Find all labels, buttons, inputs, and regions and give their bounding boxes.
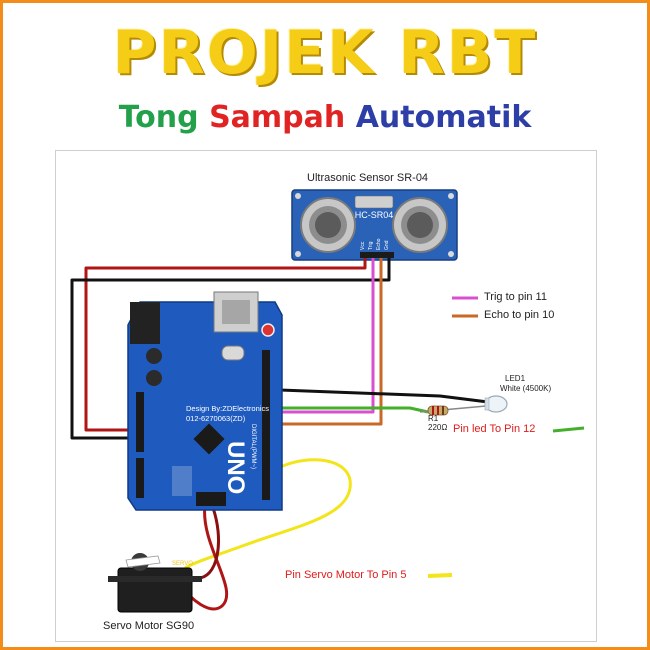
reset-button (261, 323, 275, 337)
atmega-chip (193, 423, 225, 455)
arduino-uno-board: UNO Design By:ZDElectronics 012-6270063(… (127, 291, 283, 511)
wire-gnd-black (70, 258, 391, 440)
sensor-transducer-right (392, 197, 448, 253)
led-name-label: LED1 (505, 374, 526, 383)
power-header (136, 392, 144, 452)
page-title: PROJEK RBT (112, 18, 538, 88)
crystal (221, 345, 245, 361)
ultrasonic-sensor: HC-SR04 Vcc Trig Echo Gnd (291, 189, 458, 261)
resistor-value-label: 220Ω (428, 423, 448, 432)
sensor-pin-gnd: Gnd (384, 240, 390, 250)
board-phone-text: 012-6270063(ZD) (186, 414, 246, 423)
sensor-pin-trig: Trig (368, 241, 374, 250)
analog-header (136, 458, 144, 498)
capacitor-2 (146, 370, 162, 386)
sensor-pin-echo: Echo (376, 238, 382, 250)
wires (70, 258, 489, 611)
wire-vcc-red (84, 258, 367, 432)
wire-trig-pink (275, 258, 375, 414)
power-jack (130, 302, 160, 344)
digital-header (262, 350, 270, 500)
servo-pin-note: Pin Servo Motor To Pin 5 (285, 569, 407, 581)
servo-motor: SERVO (108, 553, 202, 613)
sensor-label: Ultrasonic Sensor SR-04 (307, 172, 429, 184)
page-subtitle: Tong Sampah Automatik (0, 100, 650, 135)
board-designer-text: Design By:ZDElectronics (186, 404, 269, 413)
wire-servo-power-red (181, 504, 229, 611)
led-note-swatch (552, 426, 585, 433)
wire-servo-signal-yellow (184, 458, 352, 570)
sensor-chip-text: HC-SR04 (355, 210, 394, 220)
subtitle-word-tong: Tong (118, 100, 199, 135)
wire-led-signal-green (275, 406, 429, 414)
legend-echo-label: Echo to pin 10 (484, 309, 555, 321)
legend-trig-label: Trig to pin 11 (484, 291, 547, 303)
led-pin-note: Pin led To Pin 12 (453, 423, 536, 435)
servo-label: Servo Motor SG90 (103, 620, 195, 632)
subtitle-word-sampah: Sampah (209, 100, 346, 135)
sensor-pin-vcc: Vcc (360, 241, 366, 250)
resistor (419, 405, 487, 416)
resistor-name-label: R1 (428, 414, 439, 423)
servo-note-swatch (427, 573, 453, 578)
wire-echo-orange (275, 258, 383, 426)
wire-servo-gnd-darkred (195, 504, 220, 580)
led-type-label: White (4500K) (500, 384, 552, 393)
icsp-header (196, 492, 226, 506)
board-digital-label: DIGITAL(PWM~) (250, 424, 256, 469)
led-white (484, 395, 508, 413)
servo-body-text: SERVO (172, 561, 193, 567)
capacitor-1 (146, 348, 162, 364)
board-uno-text: UNO (222, 441, 249, 494)
sensor-transducer-left (300, 197, 356, 253)
subtitle-word-automatik: Automatik (355, 100, 532, 135)
